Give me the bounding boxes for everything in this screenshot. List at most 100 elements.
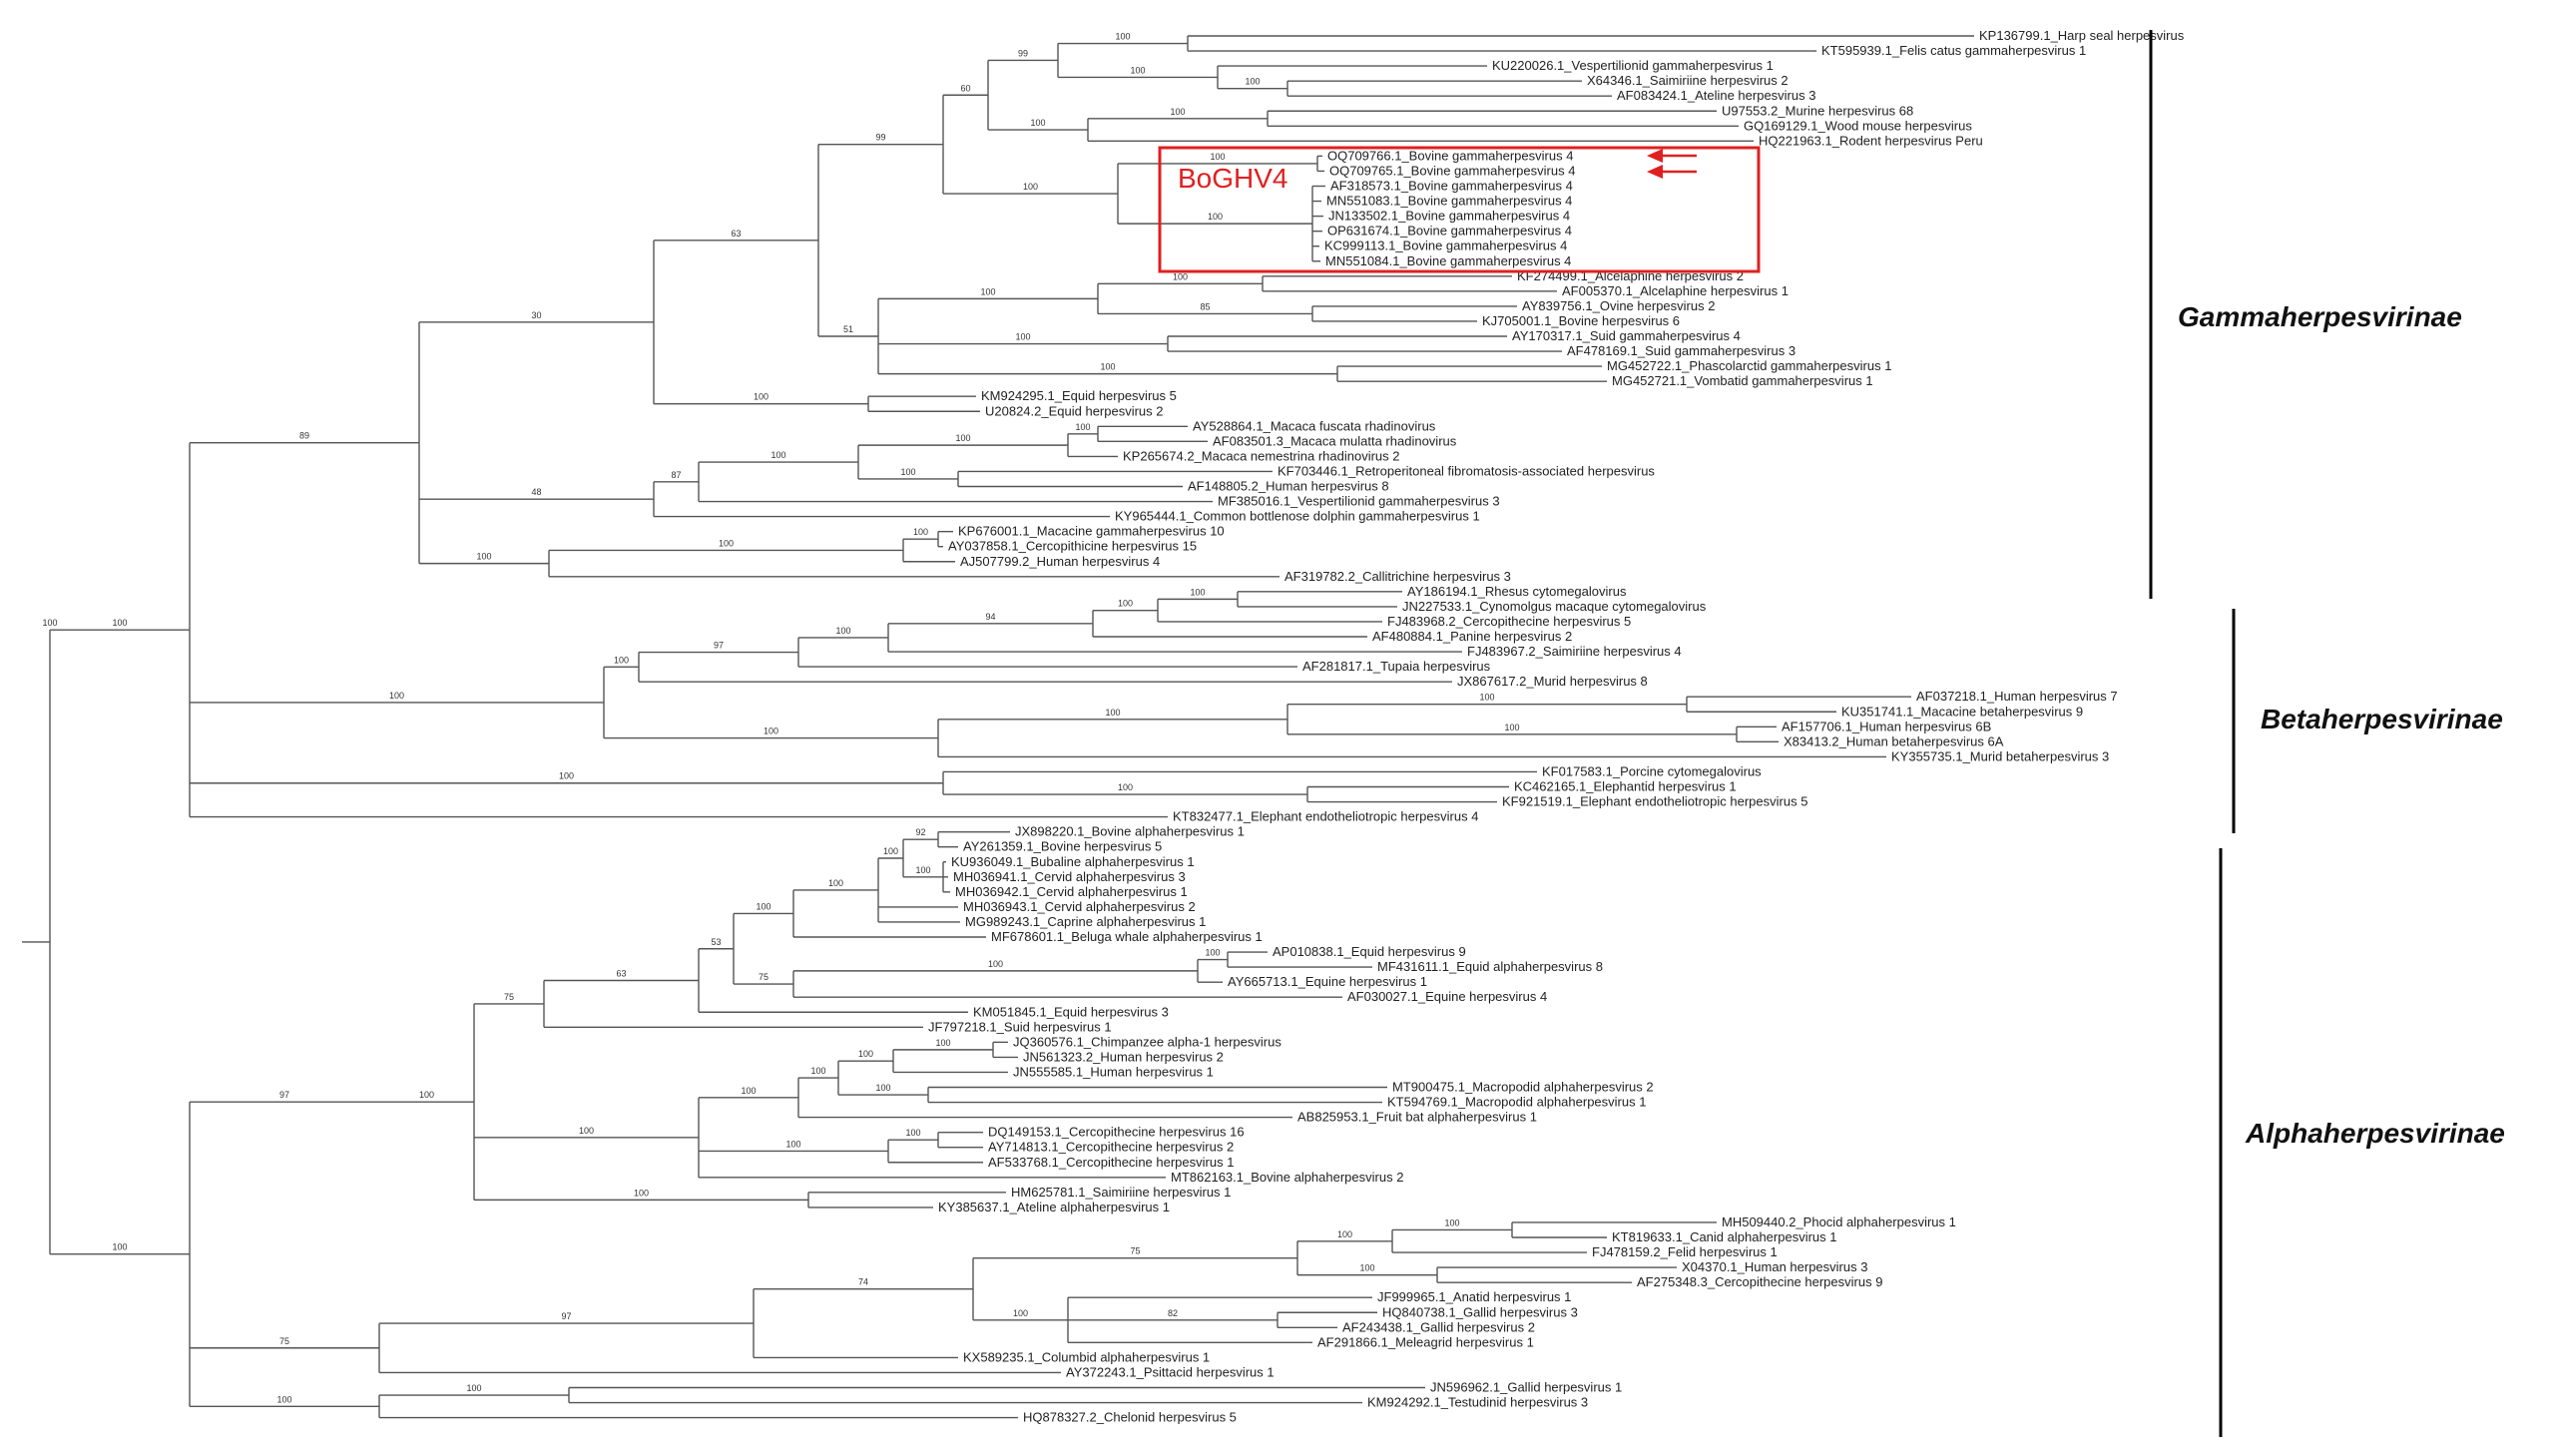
bootstrap-label: 100 (1075, 422, 1090, 432)
leaf-label: KM051845.1_Equid herpesvirus 3 (973, 1004, 1169, 1019)
leaf-label: MN551083.1_Bovine gammaherpesvirus 4 (1326, 194, 1572, 209)
leaf-label: OQ709765.1_Bovine gammaherpesvirus 4 (1329, 163, 1575, 178)
bootstrap-label: 82 (1168, 1308, 1178, 1318)
bootstrap-label: 89 (299, 431, 309, 441)
leaf-label: AY665713.1_Equine herpesvirus 1 (1228, 974, 1427, 989)
leaf-label: KT594769.1_Macropodid alphaherpesvirus 1 (1387, 1095, 1646, 1110)
leaf-label: JF797218.1_Suid herpesvirus 1 (928, 1019, 1112, 1034)
leaf-label: U20824.2_Equid herpesvirus 2 (985, 403, 1164, 418)
leaf-label: OQ709766.1_Bovine gammaherpesvirus 4 (1327, 148, 1573, 163)
leaf-label: MH036942.1_Cervid alphaherpesvirus 1 (955, 884, 1188, 899)
leaf-label: AF148805.2_Human herpesvirus 8 (1188, 479, 1389, 494)
bootstrap-label: 100 (1208, 212, 1223, 222)
leaf-label: OP631674.1_Bovine gammaherpesvirus 4 (1327, 224, 1572, 239)
bootstrap-label: 100 (1205, 948, 1220, 958)
leaf-label: KT819633.1_Canid alphaherpesvirus 1 (1612, 1229, 1837, 1244)
leaf-label: AF319782.2_Callitrichine herpesvirus 3 (1284, 569, 1511, 584)
bootstrap-label: 100 (466, 1383, 481, 1393)
leaf-label: AY037858.1_Cercopithicine herpesvirus 15 (948, 539, 1197, 554)
leaf-label: KP265674.2_Macaca nemestrina rhadinoviru… (1123, 448, 1400, 463)
leaf-label: AF480884.1_Panine herpesvirus 2 (1372, 629, 1572, 644)
leaf-label: FJ483967.2_Saimiriine herpesvirus 4 (1467, 644, 1682, 659)
leaf-label: KJ705001.1_Bovine herpesvirus 6 (1482, 313, 1680, 328)
bootstrap-label: 100 (935, 1038, 950, 1048)
bootstrap-label: 100 (1030, 118, 1045, 128)
bootstrap-label: 100 (1245, 77, 1260, 87)
bootstrap-label: 100 (476, 552, 491, 562)
bootstrap-label: 100 (1504, 723, 1519, 732)
bootstrap-label: 100 (858, 1049, 873, 1059)
bootstrap-label: 100 (883, 846, 898, 856)
leaf-label: KP136799.1_Harp seal herpesvirus (1979, 28, 2185, 43)
leaf-label: AF005370.1_Alcelaphine herpesvirus 1 (1562, 283, 1789, 298)
bootstrap-label: 75 (1130, 1246, 1140, 1256)
bootstrap-label: 99 (875, 133, 885, 143)
bootstrap-label: 97 (561, 1311, 571, 1321)
bootstrap-label: 100 (1118, 599, 1133, 609)
leaf-label: JQ360576.1_Chimpanzee alpha-1 herpesviru… (1013, 1034, 1281, 1049)
leaf-label: KU936049.1_Bubaline alphaherpesvirus 1 (951, 854, 1195, 869)
leaf-label: KF703446.1_Retroperitoneal fibromatosis-… (1278, 463, 1655, 478)
leaf-label: KC999113.1_Bovine gammaherpesvirus 4 (1324, 239, 1567, 253)
bootstrap-label: 100 (1015, 332, 1030, 342)
leaf-label: HQ221963.1_Rodent herpesvirus Peru (1759, 133, 1983, 148)
leaf-label: KM924295.1_Equid herpesvirus 5 (981, 388, 1177, 403)
alpha-clade-label: Alphaherpesvirinae (2245, 1118, 2505, 1149)
leaf-label: MG989243.1_Caprine alphaherpesvirus 1 (965, 914, 1206, 929)
leaf-label: AF291866.1_Meleagrid herpesvirus 1 (1317, 1334, 1534, 1349)
leaf-label: U97553.2_Murine herpesvirus 68 (1722, 103, 1913, 118)
leaf-label: X64346.1_Saimiriine herpesvirus 2 (1587, 73, 1789, 88)
boghv4-highlight-box (1158, 146, 1761, 273)
bootstrap-label: 100 (980, 286, 995, 296)
leaf-label: X83413.2_Human betaherpesvirus 6A (1784, 733, 2004, 748)
leaf-label: KY965444.1_Common bottlenose dolphin gam… (1115, 509, 1480, 524)
leaf-label: JN596962.1_Gallid herpesvirus 1 (1430, 1380, 1622, 1395)
highlight-group: BoGHV4 (1158, 146, 1761, 273)
leaf-label: AF083424.1_Ateline herpesvirus 3 (1617, 88, 1815, 103)
leaf-label: MH036941.1_Cervid alphaherpesvirus 3 (953, 869, 1186, 884)
leaf-label: MT900475.1_Macropodid alphaherpesvirus 2 (1392, 1080, 1654, 1095)
leaf-label: HQ878327.2_Chelonid herpesvirus 5 (1023, 1410, 1237, 1425)
bootstrap-label: 100 (1115, 32, 1130, 42)
leaf-label: AF243438.1_Gallid herpesvirus 2 (1342, 1319, 1535, 1334)
bootstrap-label: 100 (559, 771, 574, 781)
bootstrap-label: 75 (504, 992, 514, 1002)
leaf-label: MF431611.1_Equid alphaherpesvirus 8 (1377, 959, 1603, 974)
bootstrap-label: 85 (1200, 301, 1210, 311)
bootstrap-label: 100 (579, 1126, 594, 1136)
bootstrap-label: 100 (1013, 1308, 1028, 1318)
leaf-label: AF275348.3_Cercopithecine herpesvirus 9 (1637, 1274, 1882, 1289)
leaf-label: FJ483968.2_Cercopithecine herpesvirus 5 (1387, 614, 1631, 629)
bootstrap-label: 100 (1444, 1217, 1459, 1227)
leaf-label: KC462165.1_Elephantid herpesvirus 1 (1514, 779, 1737, 794)
leaf-label: GQ169129.1_Wood mouse herpesvirus (1744, 118, 1972, 133)
leaf-label: AF083501.3_Macaca mulatta rhadinovirus (1213, 433, 1457, 448)
bootstrap-label: 100 (875, 1083, 890, 1093)
leaf-label: AY528864.1_Macaca fuscata rhadinovirus (1193, 418, 1436, 433)
leaf-label: AY186194.1_Rhesus cytomegalovirus (1407, 584, 1627, 599)
leaf-label: KP676001.1_Macacine gammaherpesvirus 10 (958, 524, 1225, 539)
bootstrap-label: 100 (1479, 693, 1494, 703)
bootstrap-label: 94 (985, 612, 995, 622)
leaf-label: AJ507799.2_Human herpesvirus 4 (960, 554, 1160, 569)
clade-markers: Gammaherpesvirinae Betaherpesvirinae Alp… (2149, 30, 2505, 1437)
arrow-1-icon (1647, 149, 1663, 163)
bootstrap-label: 60 (960, 83, 970, 93)
bootstrap-label: 100 (389, 691, 404, 701)
leaf-label: MH036943.1_Cervid alphaherpesvirus 2 (963, 899, 1196, 914)
bootstrap-label: 92 (915, 827, 925, 837)
bootstrap-label: 97 (714, 641, 724, 651)
bootstrap-label: 63 (616, 969, 626, 979)
bootstrap-label: 30 (531, 310, 541, 320)
bootstrap-label: 100 (1173, 271, 1188, 281)
leaf-label: JN133502.1_Bovine gammaherpesvirus 4 (1328, 209, 1570, 224)
leaf-label: MN551084.1_Bovine gammaherpesvirus 4 (1325, 253, 1571, 268)
leaf-label: KT595939.1_Felis catus gammaherpesvirus … (1821, 43, 2086, 58)
leaf-label: DQ149153.1_Cercopithecine herpesvirus 16 (988, 1125, 1245, 1140)
leaf-label: HQ840738.1_Gallid herpesvirus 3 (1382, 1304, 1578, 1319)
boghv4-label: BoGHV4 (1178, 163, 1288, 194)
bootstrap-label: 100 (1023, 182, 1038, 192)
bootstrap-label: 100 (955, 433, 970, 443)
bootstrap-label: 100 (1190, 587, 1205, 597)
leaf-label: AB825953.1_Fruit bat alphaherpesvirus 1 (1297, 1110, 1537, 1125)
